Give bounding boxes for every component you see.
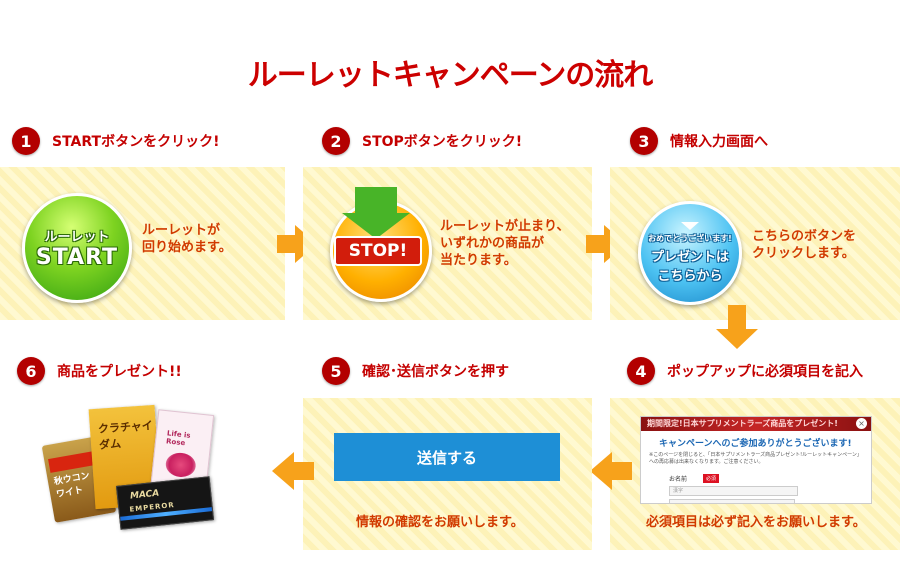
step-number-5: 5: [322, 357, 350, 385]
step-4-description: 必須項目は必ず記入をお願いします。: [646, 515, 866, 530]
down-arrow-head-icon: [342, 213, 410, 239]
step-1-description: ルーレットが 回り始めます。: [142, 222, 232, 256]
arrow-down-icon: [716, 305, 758, 349]
submit-button[interactable]: 送信する: [334, 433, 560, 481]
triangle-icon: [681, 222, 699, 230]
page-title: ルーレットキャンペーンの流れ: [247, 58, 654, 93]
popup-heading: キャンペーンへのご参加ありがとうございます!: [659, 439, 852, 449]
step-6-header: 6 商品をプレゼント!!: [17, 357, 182, 385]
step-6-title: 商品をプレゼント!!: [57, 364, 182, 380]
step-4-header: 4 ポップアップに必須項目を記入: [627, 357, 863, 385]
present-button-line3: こちらから: [657, 269, 723, 284]
product-package-maca: MACA EMPEROR: [115, 476, 215, 530]
step-3-description: こちらのボタンを クリックします。: [752, 228, 856, 262]
step-1-desc-line1: ルーレットが: [142, 223, 221, 238]
step-2-desc-line1: ルーレットが止まり、: [440, 219, 570, 234]
start-button-line2: START: [35, 245, 119, 270]
step-4-title: ポップアップに必須項目を記入: [667, 364, 863, 380]
present-entry-button[interactable]: おめでとうございます! プレゼントは こちらから: [638, 201, 742, 305]
step-number-4: 4: [627, 357, 655, 385]
product-name: クラチャイダム: [97, 419, 154, 452]
step-2-title: STOPボタンをクリック!: [362, 134, 523, 150]
step-2-desc-line3: 当たります。: [440, 253, 517, 268]
down-arrow-icon: [355, 187, 397, 213]
step-2-header: 2 STOPボタンをクリック!: [322, 127, 522, 155]
name-input[interactable]: 漢字: [669, 486, 798, 496]
step-3-desc-line1: こちらのボタンを: [752, 229, 857, 244]
close-icon[interactable]: ×: [856, 418, 867, 429]
step-1-header: 1 STARTボタンをクリック!: [12, 127, 219, 155]
present-button-line1: おめでとうございます!: [648, 234, 732, 243]
step-number-2: 2: [322, 127, 350, 155]
step-2-description: ルーレットが止まり、 いずれかの商品が 当たります。: [440, 218, 569, 269]
rose-image: [164, 451, 197, 479]
arrow-left-icon: [272, 452, 314, 490]
popup-banner: 期間限定!日本サプリメントラーズ商品をプレゼント!: [641, 417, 871, 431]
step-1-desc-line2: 回り始めます。: [142, 240, 232, 255]
step-5-title: 確認･送信ボタンを押す: [362, 364, 509, 380]
name-kana-input[interactable]: [669, 499, 795, 503]
popup-name-row: お名前 必須: [641, 466, 871, 483]
arrow-left-icon: [590, 452, 632, 490]
product-name: MACA: [129, 488, 160, 502]
step-number-6: 6: [17, 357, 45, 385]
step-3-desc-line2: クリックします。: [752, 246, 855, 261]
step-2-desc-line2: いずれかの商品が: [440, 236, 545, 251]
step-5-header: 5 確認･送信ボタンを押す: [322, 357, 509, 385]
step-3-title: 情報入力画面へ: [670, 134, 768, 150]
step-number-3: 3: [630, 127, 658, 155]
present-button-line2: プレゼントは: [650, 250, 729, 265]
popup-note: ※このページを閉じると、「日本サプリメントラーズ商品プレゼント!ルーレットキャン…: [649, 452, 862, 465]
start-button-line1: ルーレット: [44, 230, 110, 245]
step-1-title: STARTボタンをクリック!: [52, 134, 220, 150]
stop-button-label[interactable]: STOP!: [334, 236, 422, 266]
step-3-header: 3 情報入力画面へ: [630, 127, 768, 155]
step-5-description: 情報の確認をお願いします。: [356, 515, 524, 530]
entry-popup: 期間限定!日本サプリメントラーズ商品をプレゼント! × キャンペーンへのご参加あ…: [640, 416, 872, 504]
product-name: Life is Rose: [165, 429, 191, 448]
required-badge: 必須: [703, 474, 720, 483]
step-number-1: 1: [12, 127, 40, 155]
name-label: お名前: [669, 476, 688, 483]
roulette-start-button[interactable]: ルーレット START: [22, 193, 132, 303]
